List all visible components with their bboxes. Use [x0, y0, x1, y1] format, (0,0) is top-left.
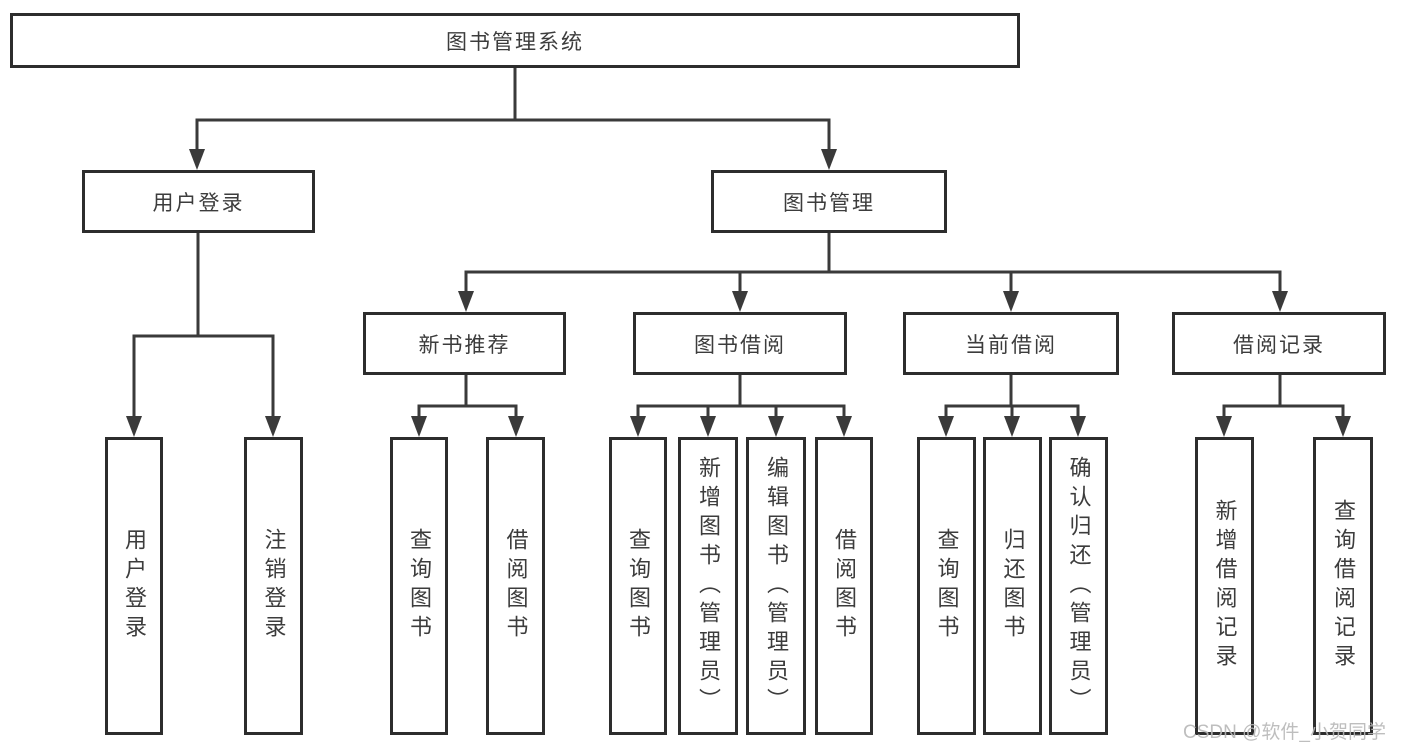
leaf-user-login: 用户登录	[105, 437, 163, 735]
leaf-label: 确认归还（管理员）	[1066, 455, 1092, 717]
leaf-label: 查询借阅记录	[1331, 499, 1356, 673]
leaf-add-books-admin: 新增图书（管理员）	[678, 437, 738, 735]
watermark-text: CSDN @软件_小贺同学	[1183, 722, 1386, 743]
leaf-borrow-query-books: 查询图书	[609, 437, 667, 735]
node-label: 借阅记录	[1233, 333, 1325, 357]
leaf-label: 借阅图书	[832, 528, 857, 644]
leaf-label: 查询图书	[934, 528, 960, 644]
leaf-confirm-return-admin: 确认归还（管理员）	[1049, 437, 1108, 735]
node-label: 用户登录	[152, 191, 245, 215]
leaf-return-books: 归还图书	[983, 437, 1042, 735]
leaf-borrow-books: 借阅图书	[815, 437, 873, 735]
node-borrow-records: 借阅记录	[1172, 312, 1386, 375]
leaf-label: 借阅图书	[503, 528, 529, 644]
leaf-label: 新增图书（管理员）	[696, 455, 721, 717]
node-label: 图书管理	[783, 191, 875, 215]
node-label: 图书借阅	[694, 333, 786, 357]
leaf-add-borrow-record: 新增借阅记录	[1195, 437, 1254, 735]
node-label: 当前借阅	[965, 333, 1057, 357]
node-user-login: 用户登录	[82, 170, 315, 233]
node-label: 新书推荐	[418, 333, 511, 357]
leaf-current-query-books: 查询图书	[917, 437, 976, 735]
node-current-borrow: 当前借阅	[903, 312, 1119, 375]
node-book-borrow: 图书借阅	[633, 312, 847, 375]
leaf-label: 查询图书	[626, 528, 651, 644]
node-new-book-recommend: 新书推荐	[363, 312, 566, 375]
leaf-logout: 注销登录	[244, 437, 303, 735]
leaf-label: 归还图书	[1000, 528, 1026, 644]
leaf-label: 编辑图书（管理员）	[764, 455, 789, 717]
leaf-label: 用户登录	[122, 528, 147, 644]
leaf-label: 注销登录	[261, 528, 287, 644]
leaf-label: 新增借阅记录	[1212, 499, 1238, 673]
leaf-recommend-query-books: 查询图书	[390, 437, 448, 735]
leaf-edit-books-admin: 编辑图书（管理员）	[746, 437, 806, 735]
leaf-recommend-borrow-books: 借阅图书	[486, 437, 545, 735]
node-book-management: 图书管理	[711, 170, 947, 233]
node-library-system: 图书管理系统	[10, 13, 1020, 68]
leaf-query-borrow-record: 查询借阅记录	[1313, 437, 1373, 735]
node-label: 图书管理系统	[446, 30, 584, 54]
leaf-label: 查询图书	[407, 528, 432, 644]
